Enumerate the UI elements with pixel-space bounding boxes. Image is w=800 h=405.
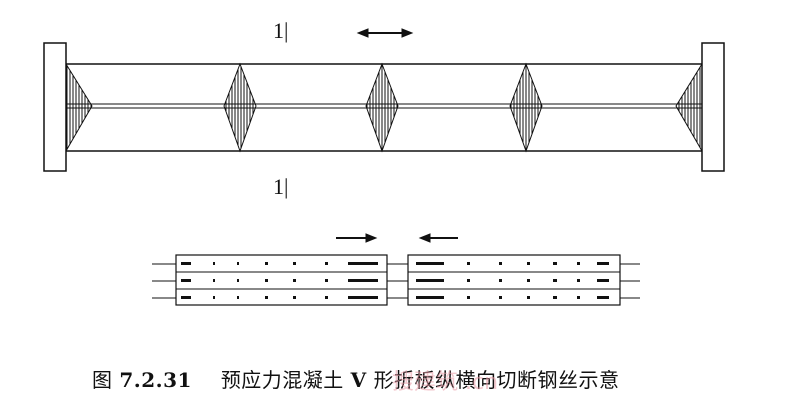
plan-view [152,254,640,306]
plan-left-wires [181,262,378,299]
caption-title-v: V [350,368,367,392]
right-end-anchorage [675,62,703,153]
right-support [701,42,725,172]
plan-right-wires [416,262,609,299]
double-arrow-icon [356,28,414,38]
left-end-anchorage [65,62,93,153]
arrow-right-icon [336,233,378,243]
section-mark-bottom: 1| [273,174,289,199]
arrow-left-icon [418,233,458,243]
section-mark-top: 1| [273,18,289,43]
cut-zone-1 [223,62,257,153]
cut-zone-3 [509,62,543,153]
caption-prefix: 图 [92,368,113,392]
caption-title-part2: 形折板纵横向切断钢丝示意 [373,368,620,392]
figure-caption: 图 7.2.31 预应力混凝土 V 形折板纵横向切断钢丝示意 搜建筑 .cn [0,364,800,395]
caption-title-part1: 预应力混凝土 [220,368,344,392]
caption-number: 7.2.31 [119,368,192,392]
left-support [43,42,67,172]
cut-zone-2 [365,62,399,153]
